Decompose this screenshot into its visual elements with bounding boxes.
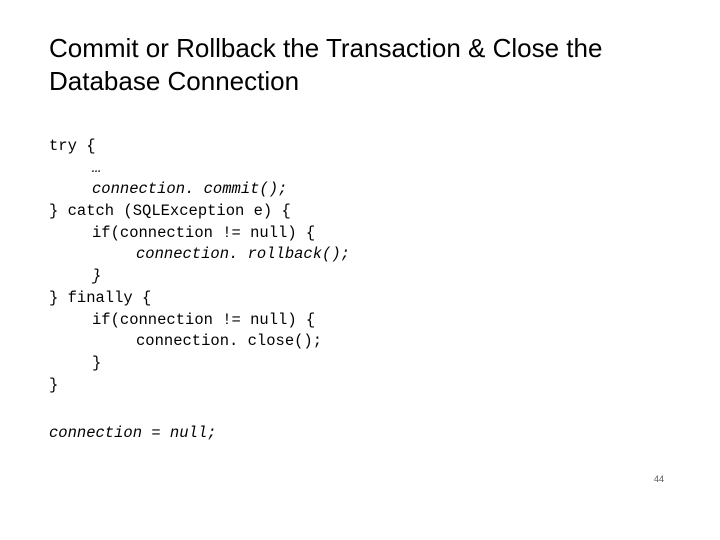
slide-title-line-2: Database Connection	[49, 66, 300, 96]
code-line-close-connection: connection. close();	[136, 332, 323, 351]
code-line-close-if-finally: }	[92, 353, 102, 372]
code-line-null-assign: connection = null;	[49, 424, 217, 443]
code-line-rollback: connection. rollback();	[136, 245, 350, 264]
code-line-try: try {	[49, 137, 96, 155]
page-number: 44	[653, 474, 664, 484]
code-line-close-finally: }	[49, 375, 59, 394]
code-line-close-if-catch: }	[92, 267, 102, 286]
code-block: try { … connection. commit(); } catch (S…	[49, 136, 689, 445]
code-line-catch: } catch (SQLException e) {	[49, 202, 291, 221]
code-line-commit: connection. commit();	[92, 180, 288, 199]
code-line-finally: } finally {	[49, 288, 152, 307]
slide-title-line-1: Commit or Rollback the Transaction & Clo…	[49, 33, 603, 63]
code-line-ellipsis: …	[92, 158, 102, 177]
code-line-if-finally: if(connection != null) {	[92, 310, 316, 329]
code-line-if-catch: if(connection != null) {	[92, 223, 316, 242]
slide-title: Commit or Rollback the Transaction & Clo…	[49, 32, 689, 98]
